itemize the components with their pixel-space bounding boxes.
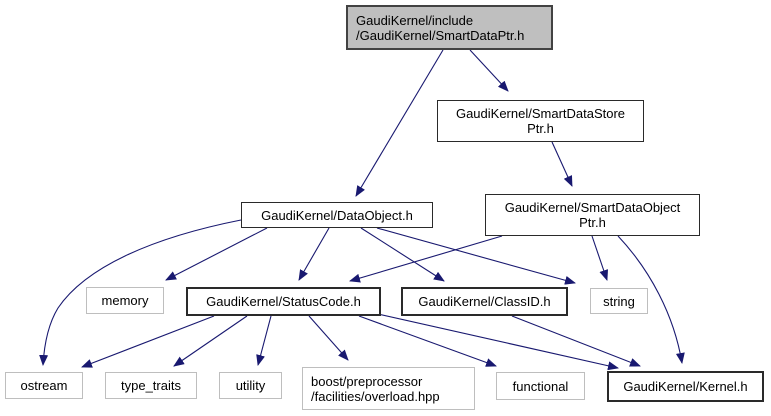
node-type_traits[interactable]: type_traits [105,372,197,399]
edge-statuscode-functional [358,315,497,367]
node-classid[interactable]: GaudiKernel/ClassID.h [401,287,568,316]
node-utility[interactable]: utility [219,372,282,399]
edge-statuscode-utility [256,315,272,366]
node-dataobject[interactable]: GaudiKernel/DataObject.h [241,202,433,228]
edge-smartdataptr-smartdatastoreptr [469,49,509,92]
edge-dataobject-ostream [39,219,242,366]
edge-smartdataobjectptr-statuscode [349,235,503,283]
edge-dataobject-memory [165,227,268,281]
node-string[interactable]: string [590,288,648,314]
node-smartdataptr[interactable]: GaudiKernel/include /GaudiKernel/SmartDa… [346,5,553,50]
node-smartdataobjectptr[interactable]: GaudiKernel/SmartDataObject Ptr.h [485,194,700,236]
edge-smartdataobjectptr-kernel [617,235,685,364]
edge-statuscode-type_traits [173,315,248,367]
node-functional[interactable]: functional [496,372,585,400]
edge-dataobject-classid [360,227,445,282]
node-kernel[interactable]: GaudiKernel/Kernel.h [607,371,764,402]
edge-classid-kernel [511,315,641,367]
edge-statuscode-ostream [81,315,215,368]
edge-smartdataobjectptr-string [591,235,609,281]
node-memory[interactable]: memory [86,287,164,314]
edge-statuscode-kernel [377,313,619,371]
edge-dataobject-statuscode [298,227,330,281]
edge-smartdataptr-dataobject [355,49,444,197]
edge-statuscode-boost_overload [308,315,349,361]
node-statuscode[interactable]: GaudiKernel/StatusCode.h [186,287,381,316]
node-smartdatastoreptr[interactable]: GaudiKernel/SmartDataStore Ptr.h [437,100,644,142]
node-ostream[interactable]: ostream [5,372,83,399]
node-boost_overload[interactable]: boost/preprocessor /facilities/overload.… [302,367,475,410]
edge-smartdatastoreptr-smartdataobjectptr [551,141,573,187]
edge-dataobject-string [376,227,576,285]
